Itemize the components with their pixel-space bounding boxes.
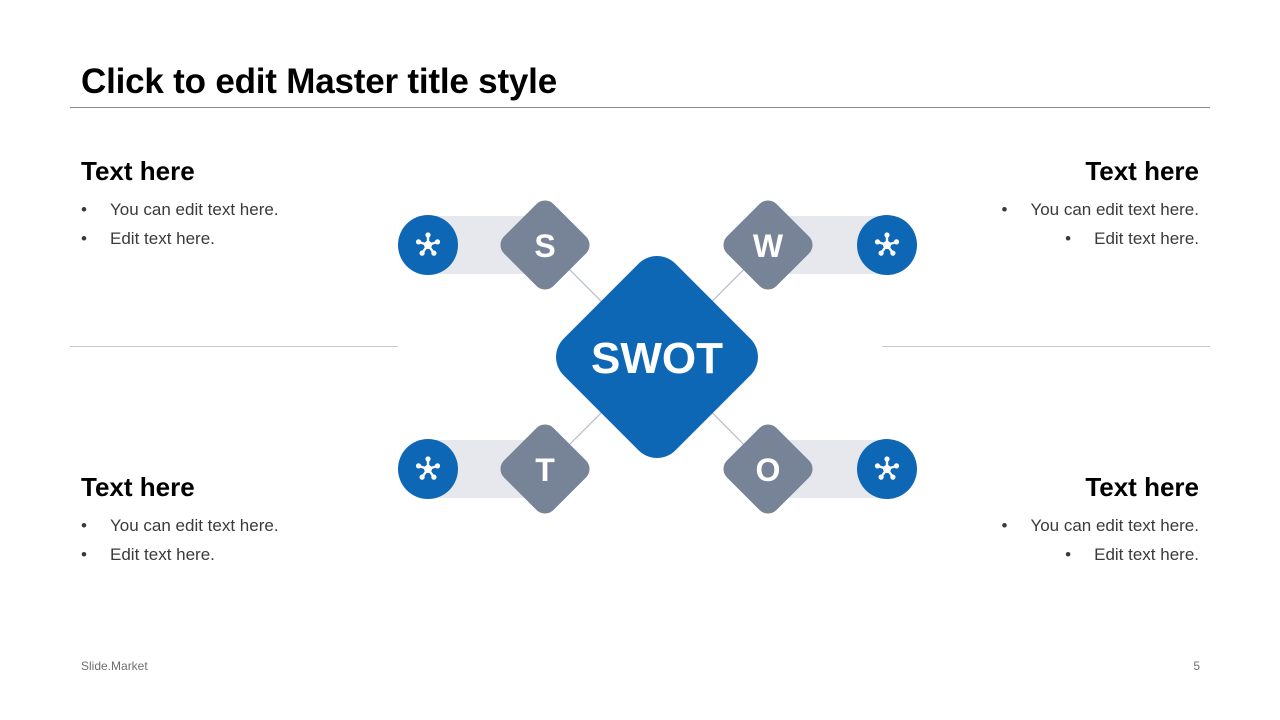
list-item[interactable]: • Edit text here. [81,224,411,253]
list-item[interactable]: • Edit text here. [869,224,1199,253]
list-item-text: Edit text here. [110,229,215,248]
diamond-letter-t: T [535,452,555,488]
diamond-w[interactable]: W [719,196,818,295]
bullet-list: • You can edit text here. • Edit text here… [81,195,411,253]
bar-s [428,216,546,274]
diamond-letter-o: O [756,452,781,488]
diamond-t[interactable]: T [496,420,595,519]
block-heading[interactable]: Text here [81,472,195,502]
list-item-text: You can edit text here. [110,200,279,219]
bullet-dot: • [81,229,87,248]
list-item[interactable]: • You can edit text here. [81,511,411,540]
bullet-list: • You can edit text here. • Edit text here… [81,511,411,569]
list-item-text: Edit text here. [1094,229,1199,248]
bar-t [428,440,546,498]
connector-w [656,244,769,358]
slide-title[interactable]: Click to edit Master title style [81,62,557,101]
diamond-s[interactable]: S [496,196,595,295]
list-item-text: You can edit text here. [110,516,279,535]
text-block-strengths[interactable]: Text here • You can edit text here. • Edit… [81,155,411,253]
list-item-text: You can edit text here. [1030,200,1199,219]
connector-lines [544,244,769,470]
bullet-dot: • [81,545,87,564]
connector-o [656,356,769,470]
connector-t [544,356,658,470]
bullet-list: • You can edit text here. • Edit text here… [869,511,1199,569]
left-divider [70,346,398,347]
bullet-dot: • [1065,545,1072,564]
quadrant-bars [428,216,887,498]
list-item[interactable]: • You can edit text here. [81,195,411,224]
text-block-opportunities[interactable]: Text here • You can edit text here. • Edit… [869,471,1199,569]
bullet-dot: • [1001,516,1008,535]
connector-s [544,244,658,358]
list-item[interactable]: • Edit text here. [81,540,411,569]
snowflake-icon [414,455,442,481]
bullet-list: • You can edit text here. • Edit text here… [869,195,1199,253]
center-label: SWOT [591,334,723,383]
list-item-text: You can edit text here. [1030,516,1199,535]
title-divider [70,107,1210,108]
diamond-o[interactable]: O [719,420,818,519]
bullet-dot: • [1001,200,1008,219]
text-block-weaknesses[interactable]: Text here • You can edit text here. • Edit… [869,155,1199,253]
right-divider [882,346,1210,347]
list-item[interactable]: • You can edit text here. [869,511,1199,540]
list-item-text: Edit text here. [110,545,215,564]
list-item-text: Edit text here. [1094,545,1199,564]
center-diamond[interactable]: SWOT [545,245,768,468]
block-heading[interactable]: Text here [1085,472,1199,502]
block-heading[interactable]: Text here [1085,156,1199,186]
snowflake-icon [414,231,442,257]
text-block-threats[interactable]: Text here • You can edit text here. • Edit… [81,471,411,569]
list-item[interactable]: • You can edit text here. [869,195,1199,224]
bullet-dot: • [81,200,87,219]
block-heading[interactable]: Text here [81,156,195,186]
bullet-dot: • [1065,229,1072,248]
diamond-letter-s: S [534,228,555,264]
list-item[interactable]: • Edit text here. [869,540,1199,569]
footer-brand: Slide.Market [81,659,148,673]
diamond-letter-w: W [753,228,784,264]
page-number: 5 [1193,659,1200,673]
bullet-dot: • [81,516,87,535]
